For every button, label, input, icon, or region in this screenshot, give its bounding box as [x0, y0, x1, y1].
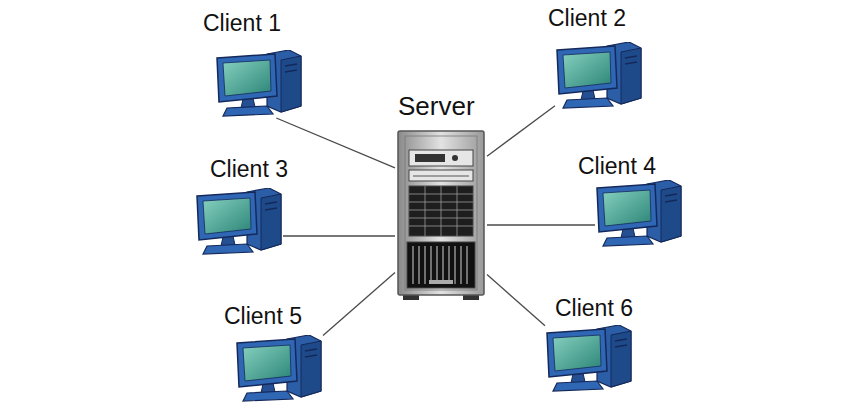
client-computer-icon [195, 188, 283, 256]
client-computer-icon [595, 180, 683, 248]
client-computer: Client 5 [235, 335, 323, 403]
network-link [323, 272, 395, 335]
node-label: Client 5 [224, 305, 302, 328]
client-computer-icon [555, 42, 643, 110]
node-label: Client 4 [578, 155, 656, 178]
server-tower-icon [395, 130, 487, 300]
network-link [487, 274, 545, 325]
node-label: Client 1 [203, 12, 281, 35]
node-label: Client 6 [555, 297, 633, 320]
node-label: Client 3 [210, 158, 288, 181]
client-computer: Client 3 [195, 188, 283, 256]
node-label: Server [398, 93, 475, 119]
client-computer: Client 2 [555, 42, 643, 110]
client-computer: Client 4 [595, 180, 683, 248]
network-link [487, 224, 595, 225]
client-computer: Client 1 [215, 50, 303, 118]
network-link [487, 106, 555, 157]
server-tower: Server [395, 130, 487, 300]
client-computer-icon [215, 50, 303, 118]
network-link [283, 235, 395, 236]
network-link [276, 118, 395, 168]
client-computer-icon [545, 325, 633, 393]
client-computer-icon [235, 335, 323, 403]
node-label: Client 2 [548, 7, 626, 30]
client-computer: Client 6 [545, 325, 633, 393]
